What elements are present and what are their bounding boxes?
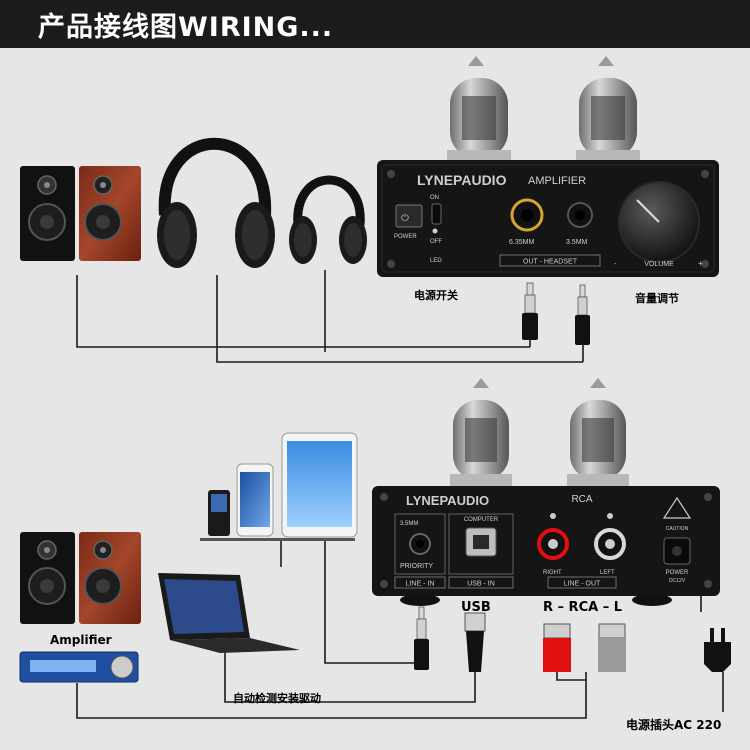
ac-power-plug <box>704 628 731 672</box>
line-out-label: LINE - OUT <box>564 581 601 588</box>
speaker-black-bottom <box>20 532 75 624</box>
jack1-label: 6.35MM <box>509 239 534 246</box>
headphones-large <box>157 144 275 268</box>
left-label: LEFT <box>600 570 615 576</box>
right-label: RIGHT <box>543 570 562 576</box>
speaker-wood-bottom <box>79 532 141 624</box>
vacuum-tube-2 <box>576 56 640 164</box>
caution-label: CAUTION <box>666 526 689 532</box>
power-icon: ⏻ <box>401 213 409 224</box>
smartphone <box>237 464 273 536</box>
driver-caption: 自动检测安装驱动 <box>233 690 321 706</box>
amplifier-head-unit <box>20 652 138 682</box>
computer-label: COMPUTER <box>464 517 499 523</box>
out-headset-label: OUT - HEADSET <box>523 259 578 266</box>
vacuum-tube-4 <box>567 378 629 488</box>
led-label: LED <box>430 258 442 264</box>
speaker-wood-top <box>79 166 141 261</box>
plug-usb <box>465 613 485 672</box>
switch-on-label: ON <box>430 195 439 201</box>
plug-6-35mm <box>522 283 538 340</box>
rear-brand: LYNEPAUDIO <box>406 493 489 508</box>
power-toggle-switch[interactable] <box>432 204 441 224</box>
vacuum-tube-1 <box>447 56 511 164</box>
top-wiring <box>77 270 583 362</box>
rca-caption: R – RCA – L <box>543 600 622 615</box>
page-title: 产品接线图WIRING... <box>38 5 333 44</box>
volume-caption: 音量调节 <box>635 290 679 306</box>
priority-label: PRIORITY <box>400 563 433 570</box>
mp3-player <box>208 490 230 536</box>
power-button[interactable] <box>396 205 422 227</box>
plug-rca-red <box>543 624 571 672</box>
line-in-label: LINE - IN <box>406 581 435 588</box>
line-in-size: 3.5MM <box>400 521 418 527</box>
plug-line-in <box>414 607 429 670</box>
front-amplifier: LYNEPAUDIO AMPLIFIER ⏻ POWER ON OFF LED … <box>377 160 719 277</box>
rear-amplifier: LYNEPAUDIO RCA 3.5MM PRIORITY COMPUTER L… <box>372 486 720 596</box>
tablet <box>282 433 357 537</box>
device-shelf <box>200 538 355 541</box>
front-brand: LYNEPAUDIO <box>417 172 507 188</box>
power-spec: DC12V <box>669 578 686 584</box>
front-model: AMPLIFIER <box>528 175 586 187</box>
plug-3-5mm <box>575 285 590 345</box>
vacuum-tube-3 <box>450 378 512 488</box>
wiring-diagram: LYNEPAUDIO AMPLIFIER ⏻ POWER ON OFF LED … <box>0 48 750 750</box>
led-indicator <box>433 229 438 234</box>
speaker-black-top <box>20 166 75 261</box>
jack2-label: 3.5MM <box>566 239 588 246</box>
power-label: POWER <box>394 234 417 240</box>
switch-off-label: OFF <box>430 239 442 245</box>
volume-plus: + <box>698 259 703 268</box>
amplifier-caption: Amplifier <box>50 633 112 647</box>
headphones-small <box>289 180 367 264</box>
usb-caption: USB <box>461 600 491 615</box>
plug-rca-gray <box>598 624 626 672</box>
rear-power-label: POWER <box>666 570 689 576</box>
rca-header: RCA <box>571 494 592 505</box>
volume-label: VOLUME <box>644 261 674 268</box>
rear-foot <box>632 594 672 606</box>
power-plug-caption: 电源插头AC 220 <box>626 716 721 733</box>
laptop <box>158 573 300 653</box>
rear-foot <box>400 594 440 606</box>
usb-in-label: USB - IN <box>467 581 495 588</box>
title-banner: 产品接线图WIRING... <box>0 0 750 48</box>
power-switch-caption: 电源开关 <box>414 287 458 303</box>
